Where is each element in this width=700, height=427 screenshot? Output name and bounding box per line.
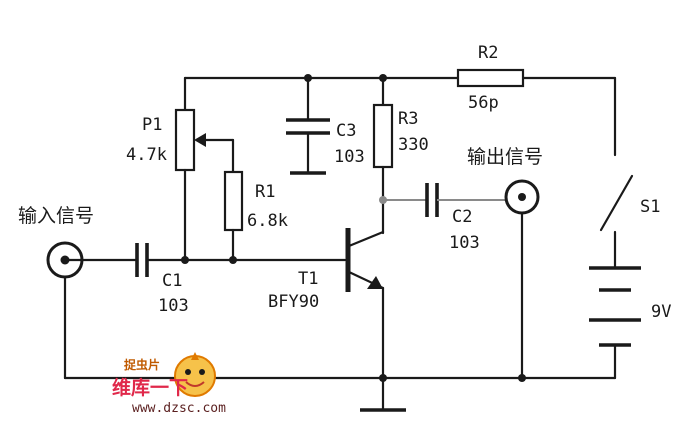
p1-value: 4.7k xyxy=(126,145,167,165)
resistor-r2 xyxy=(456,68,525,88)
wiper-arrow-icon xyxy=(194,133,206,147)
r1-value: 6.8k xyxy=(247,211,288,231)
c1-name: C1 xyxy=(162,271,182,291)
r3-name: R3 xyxy=(398,109,418,129)
t1-value: BFY90 xyxy=(268,292,319,312)
capacitor-c2 xyxy=(383,183,510,217)
s1-name: S1 xyxy=(640,197,660,217)
r2-value: 56p xyxy=(468,93,499,113)
watermark-brand: 维库一下 xyxy=(112,376,188,399)
watermark-logo xyxy=(174,352,216,397)
r2-name: R2 xyxy=(478,43,498,63)
top-rail xyxy=(183,76,617,157)
resistor-r3 xyxy=(372,76,394,235)
battery-value: 9V xyxy=(651,302,671,322)
capacitor-c1 xyxy=(135,243,347,277)
c3-name: C3 xyxy=(336,121,356,141)
t1-name: T1 xyxy=(298,269,318,289)
output-signal-label: 输出信号 xyxy=(467,146,543,168)
input-signal-label: 输入信号 xyxy=(18,205,94,227)
watermark-url: www.dzsc.com xyxy=(132,401,226,416)
c2-value: 103 xyxy=(449,233,480,253)
input-jack xyxy=(46,241,138,279)
p1-name: P1 xyxy=(142,115,162,135)
c1-value: 103 xyxy=(158,296,189,316)
output-jack xyxy=(504,179,540,380)
transistor-t1 xyxy=(345,228,406,412)
c3-value: 103 xyxy=(334,147,365,167)
r3-value: 330 xyxy=(398,135,429,155)
battery xyxy=(589,266,641,347)
watermark-badge: 捉虫片 xyxy=(124,357,160,372)
capacitor-c3 xyxy=(286,76,330,175)
resistor-r1 xyxy=(223,170,244,260)
junctions xyxy=(181,74,526,382)
potentiometer-p1 xyxy=(174,76,235,260)
c2-name: C2 xyxy=(452,207,472,227)
r1-name: R1 xyxy=(255,182,275,202)
switch-s1 xyxy=(599,174,634,270)
emitter-arrow-icon xyxy=(367,276,383,289)
